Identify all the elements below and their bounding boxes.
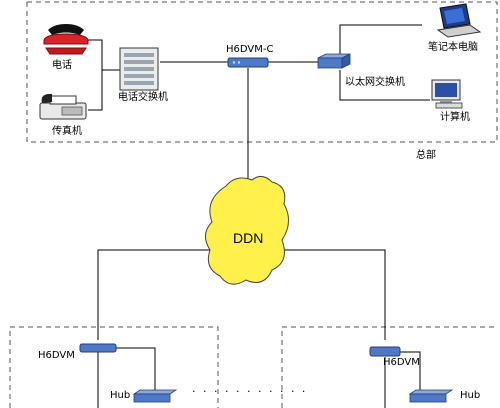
link-fax-pbx: [88, 70, 103, 111]
phone-icon: [43, 24, 89, 55]
label-left-h6dvm: H6DVM: [38, 350, 75, 361]
right-h6dvm-device-icon: [369, 346, 401, 357]
branch-left-boundary: [9, 326, 219, 408]
ddn-cloud: [205, 176, 289, 285]
link-phone-pbx: [88, 39, 120, 71]
connection-lines: [88, 24, 430, 408]
link-right-h6dvm-hub: [400, 351, 421, 392]
link-switch-laptop: [339, 24, 422, 55]
label-fax: 传真机: [52, 126, 82, 137]
label-right-hub: Hub: [460, 390, 481, 401]
link-left-h6dvm-hub: [116, 347, 156, 392]
link-ddn-left: [97, 249, 218, 340]
left-hub-icon: [132, 389, 178, 403]
label-headquarters: 总部: [416, 150, 436, 161]
fax-icon: [39, 94, 87, 120]
headquarters-boundary: [26, 1, 498, 143]
label-h6dvm-c: H6DVM-C: [226, 44, 274, 55]
label-right-h6dvm: H6DVM: [383, 357, 420, 368]
computer-icon: [431, 79, 463, 109]
label-ethernet-switch: 以太网交换机: [345, 77, 405, 88]
ellipsis-dots: · · · · · · · · · · ·: [192, 385, 308, 398]
label-laptop: 笔记本电脑: [428, 42, 478, 53]
laptop-icon: [436, 3, 482, 38]
left-h6dvm-device-icon: [79, 343, 117, 353]
link-ddn-right: [280, 249, 386, 340]
label-pbx: 电话交换机: [118, 92, 168, 103]
label-phone: 电话: [52, 60, 72, 71]
label-ddn: DDN: [233, 230, 264, 246]
link-switch-computer: [339, 70, 430, 101]
branch-right-boundary: [281, 326, 497, 408]
label-left-hub: Hub: [110, 390, 131, 401]
label-computer: 计算机: [440, 112, 470, 123]
ethernet-switch-icon: [317, 53, 351, 69]
h6dvm-c-device-icon: [227, 57, 269, 68]
right-hub-icon: [408, 389, 454, 403]
pbx-icon: [119, 47, 159, 91]
